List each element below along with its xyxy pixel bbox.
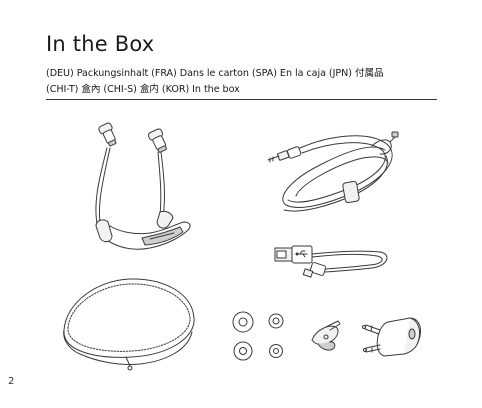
carrying-case-illustration (64, 279, 194, 370)
audio-cable-illustration (268, 132, 398, 211)
usb-cable-illustration (275, 246, 387, 277)
page-number: 2 (8, 376, 14, 387)
airplane-adapter-illustration (363, 318, 421, 356)
ear-tips-illustration (233, 312, 283, 360)
clothing-clip-illustration (312, 321, 340, 350)
neckband-earphones-illustration (96, 122, 190, 249)
